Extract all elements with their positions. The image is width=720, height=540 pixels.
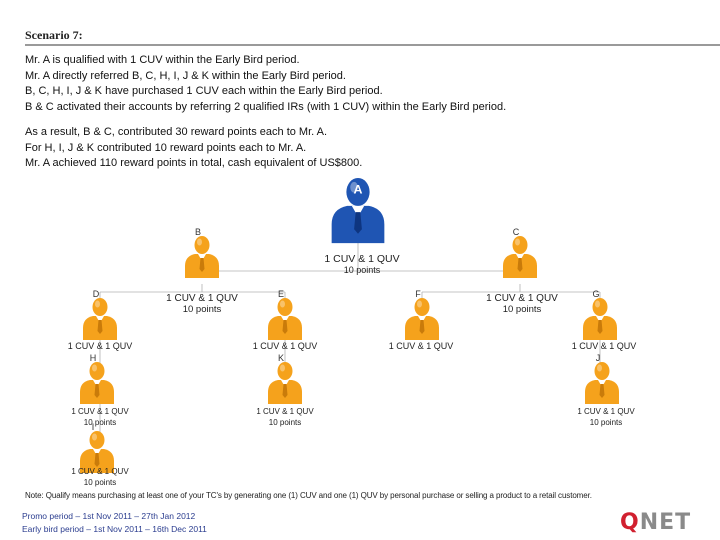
result-line: As a result, B & C, contributed 30 rewar… xyxy=(25,126,328,138)
node-label-d: D xyxy=(93,289,100,299)
description-line: B & C activated their accounts by referr… xyxy=(25,100,507,113)
annotation-h: 10 points xyxy=(84,418,116,427)
annotation-i: 1 CUV & 1 QUV xyxy=(71,467,129,476)
annotation-f: 1 CUV & 1 QUV xyxy=(389,341,454,351)
person-head xyxy=(592,298,608,316)
annotation-g: 1 CUV & 1 QUV xyxy=(572,341,637,351)
early-bird-period: Early bird period – 1st Nov 2011 – 16th … xyxy=(22,524,207,534)
node-label-f: F xyxy=(415,289,421,299)
person-head xyxy=(414,298,430,316)
description-line: Mr. A is qualified with 1 CUV within the… xyxy=(25,54,300,66)
person-head xyxy=(194,236,210,254)
annotation-c-sub: 1 CUV & 1 QUV xyxy=(486,293,558,304)
result-paragraph: As a result, B & C, contributed 30 rewar… xyxy=(25,125,362,172)
person-head xyxy=(92,298,108,316)
annotation-bc: 10 points xyxy=(344,265,381,275)
person-head xyxy=(89,431,105,449)
node-label-c: C xyxy=(513,227,520,237)
person-head xyxy=(594,362,610,380)
node-label-i: I xyxy=(92,422,95,432)
person-icon-a: A xyxy=(331,178,385,244)
node-label-k: K xyxy=(278,353,284,363)
node-label-b: B xyxy=(195,227,201,237)
annotation-e: 1 CUV & 1 QUV xyxy=(253,341,318,351)
footnote: Note: Qualify means purchasing at least … xyxy=(25,491,592,500)
annotation-k: 1 CUV & 1 QUV xyxy=(256,407,314,416)
person-icon-b: B xyxy=(185,227,219,278)
description-line: Mr. A directly referred B, C, H, I, J & … xyxy=(25,69,346,82)
node-label-e: E xyxy=(278,289,284,299)
annotation-h: 1 CUV & 1 QUV xyxy=(71,407,129,416)
scenario-title: Scenario 7: xyxy=(25,28,83,42)
annotation-bc: 1 CUV & 1 QUV xyxy=(324,253,399,265)
person-head xyxy=(346,178,370,206)
person-head xyxy=(277,298,293,316)
annotation-k: 10 points xyxy=(269,418,301,427)
qnet-logo: QNET xyxy=(620,510,692,535)
annotation-b-sub: 1 CUV & 1 QUV xyxy=(166,293,238,304)
person-icon-c: C xyxy=(503,227,537,278)
person-icon-j: J xyxy=(585,353,619,404)
person-icon-g: G xyxy=(583,289,617,340)
title-divider xyxy=(25,44,720,46)
node-label-a: A xyxy=(354,183,363,197)
person-head xyxy=(512,236,528,254)
result-line: For H, I, J & K contributed 10 reward po… xyxy=(25,141,307,154)
person-icon-k: K xyxy=(268,353,302,404)
person-icon-i: I xyxy=(80,422,114,473)
annotation-b-sub: 10 points xyxy=(183,304,222,315)
person-icon-e: E xyxy=(268,289,302,340)
promo-period: Promo period – 1st Nov 2011 – 27th Jan 2… xyxy=(22,511,196,521)
person-head xyxy=(89,362,105,380)
person-head xyxy=(277,362,293,380)
result-line: Mr. A achieved 110 reward points in tota… xyxy=(25,157,363,169)
annotation-d: 1 CUV & 1 QUV xyxy=(68,341,133,351)
description-paragraph: Mr. A is qualified with 1 CUV within the… xyxy=(25,53,506,115)
description-line: B, C, H, I, J & K have purchased 1 CUV e… xyxy=(25,85,383,97)
person-icon-h: H xyxy=(80,353,114,404)
node-label-j: J xyxy=(596,353,601,363)
annotation-j: 1 CUV & 1 QUV xyxy=(577,407,635,416)
node-label-g: G xyxy=(592,289,599,299)
annotation-j: 10 points xyxy=(590,418,622,427)
person-icon-d: D xyxy=(83,289,117,340)
person-icon-f: F xyxy=(405,289,439,340)
annotation-c-sub: 10 points xyxy=(503,304,542,315)
annotation-i: 10 points xyxy=(84,478,116,487)
node-label-h: H xyxy=(90,353,97,363)
